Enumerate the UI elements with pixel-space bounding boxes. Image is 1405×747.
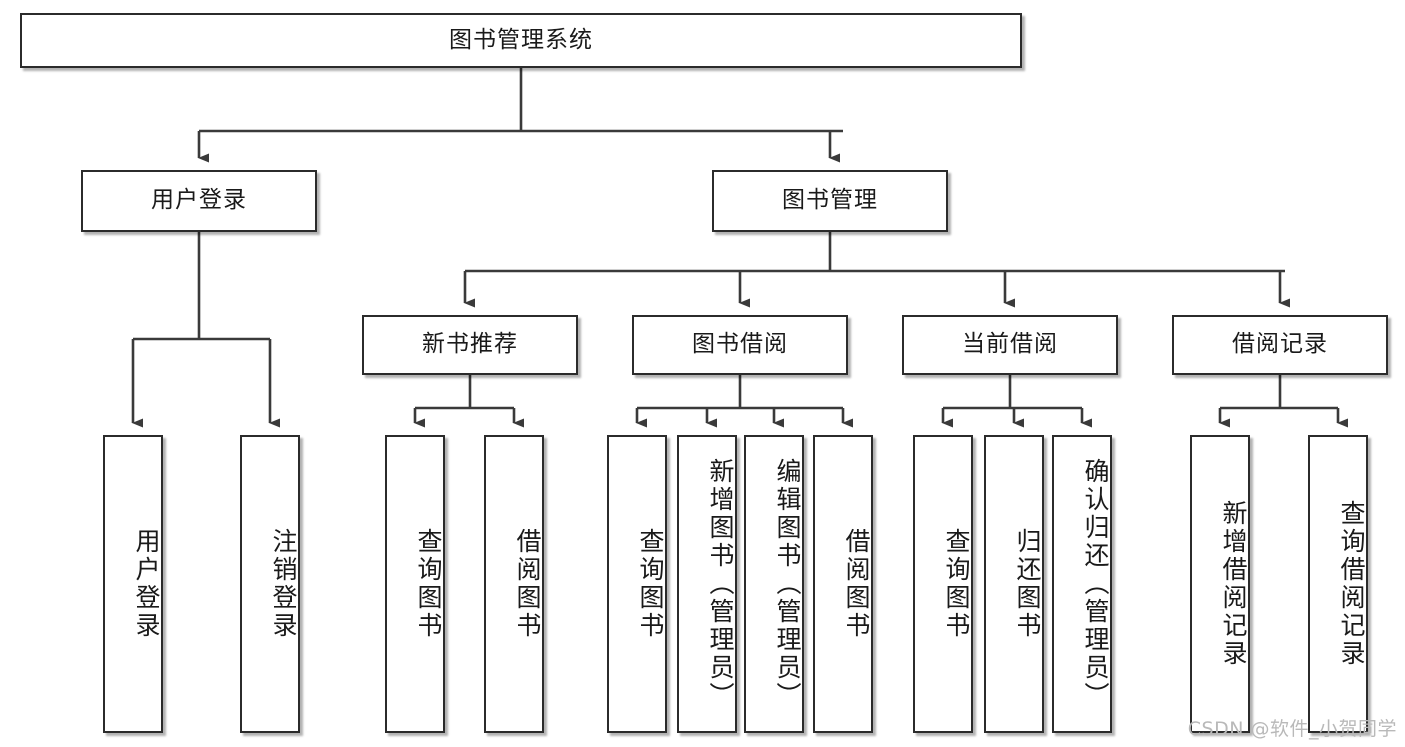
node-leaf-br-query-label: 查询借阅记录: [1337, 500, 1366, 668]
node-leaf-cb-query-label: 查询图书: [942, 528, 971, 640]
node-leaf-logout-label: 注销登录: [269, 528, 298, 640]
node-current-borrow-label: 当前借阅: [962, 331, 1058, 358]
node-leaf-cb-confirm[interactable]: 确认归还（管理员）: [1052, 435, 1112, 733]
watermark: CSDN @软件_小贺同学: [1187, 718, 1397, 740]
node-leaf-logout[interactable]: 注销登录: [240, 435, 300, 733]
node-leaf-rec-borrow[interactable]: 借阅图书: [484, 435, 544, 733]
node-root[interactable]: 图书管理系统: [20, 13, 1022, 68]
node-leaf-rec-borrow-label: 借阅图书: [513, 528, 542, 640]
node-leaf-cb-return-label: 归还图书: [1013, 528, 1042, 640]
node-root-label: 图书管理系统: [449, 26, 593, 53]
node-leaf-bb-edit-label: 编辑图书（管理员）: [773, 458, 802, 710]
node-leaf-cb-return[interactable]: 归还图书: [984, 435, 1044, 733]
node-leaf-bb-borrow[interactable]: 借阅图书: [813, 435, 873, 733]
node-leaf-bb-query-label: 查询图书: [636, 528, 665, 640]
node-leaf-bb-query[interactable]: 查询图书: [607, 435, 667, 733]
node-new-book-rec-label: 新书推荐: [422, 331, 518, 358]
node-leaf-bb-add-label: 新增图书（管理员）: [706, 458, 735, 710]
node-leaf-br-query[interactable]: 查询借阅记录: [1308, 435, 1368, 733]
node-borrow-record[interactable]: 借阅记录: [1172, 315, 1388, 375]
node-leaf-br-add-label: 新增借阅记录: [1219, 500, 1248, 668]
node-leaf-bb-add[interactable]: 新增图书（管理员）: [677, 435, 737, 733]
node-user-login-label: 用户登录: [151, 187, 247, 214]
node-leaf-cb-confirm-label: 确认归还（管理员）: [1081, 458, 1110, 710]
node-new-book-rec[interactable]: 新书推荐: [362, 315, 578, 375]
node-leaf-bb-borrow-label: 借阅图书: [842, 528, 871, 640]
node-book-borrow-label: 图书借阅: [692, 331, 788, 358]
node-current-borrow[interactable]: 当前借阅: [902, 315, 1118, 375]
node-leaf-rec-query[interactable]: 查询图书: [385, 435, 445, 733]
node-book-manage-label: 图书管理: [782, 187, 878, 214]
node-borrow-record-label: 借阅记录: [1232, 331, 1328, 358]
node-book-borrow[interactable]: 图书借阅: [632, 315, 848, 375]
node-user-login[interactable]: 用户登录: [81, 170, 317, 232]
node-leaf-br-add[interactable]: 新增借阅记录: [1190, 435, 1250, 733]
node-leaf-user-login[interactable]: 用户登录: [103, 435, 163, 733]
node-leaf-cb-query[interactable]: 查询图书: [913, 435, 973, 733]
node-leaf-user-login-label: 用户登录: [132, 528, 161, 640]
node-leaf-bb-edit[interactable]: 编辑图书（管理员）: [744, 435, 804, 733]
node-book-manage[interactable]: 图书管理: [712, 170, 948, 232]
node-leaf-rec-query-label: 查询图书: [414, 528, 443, 640]
